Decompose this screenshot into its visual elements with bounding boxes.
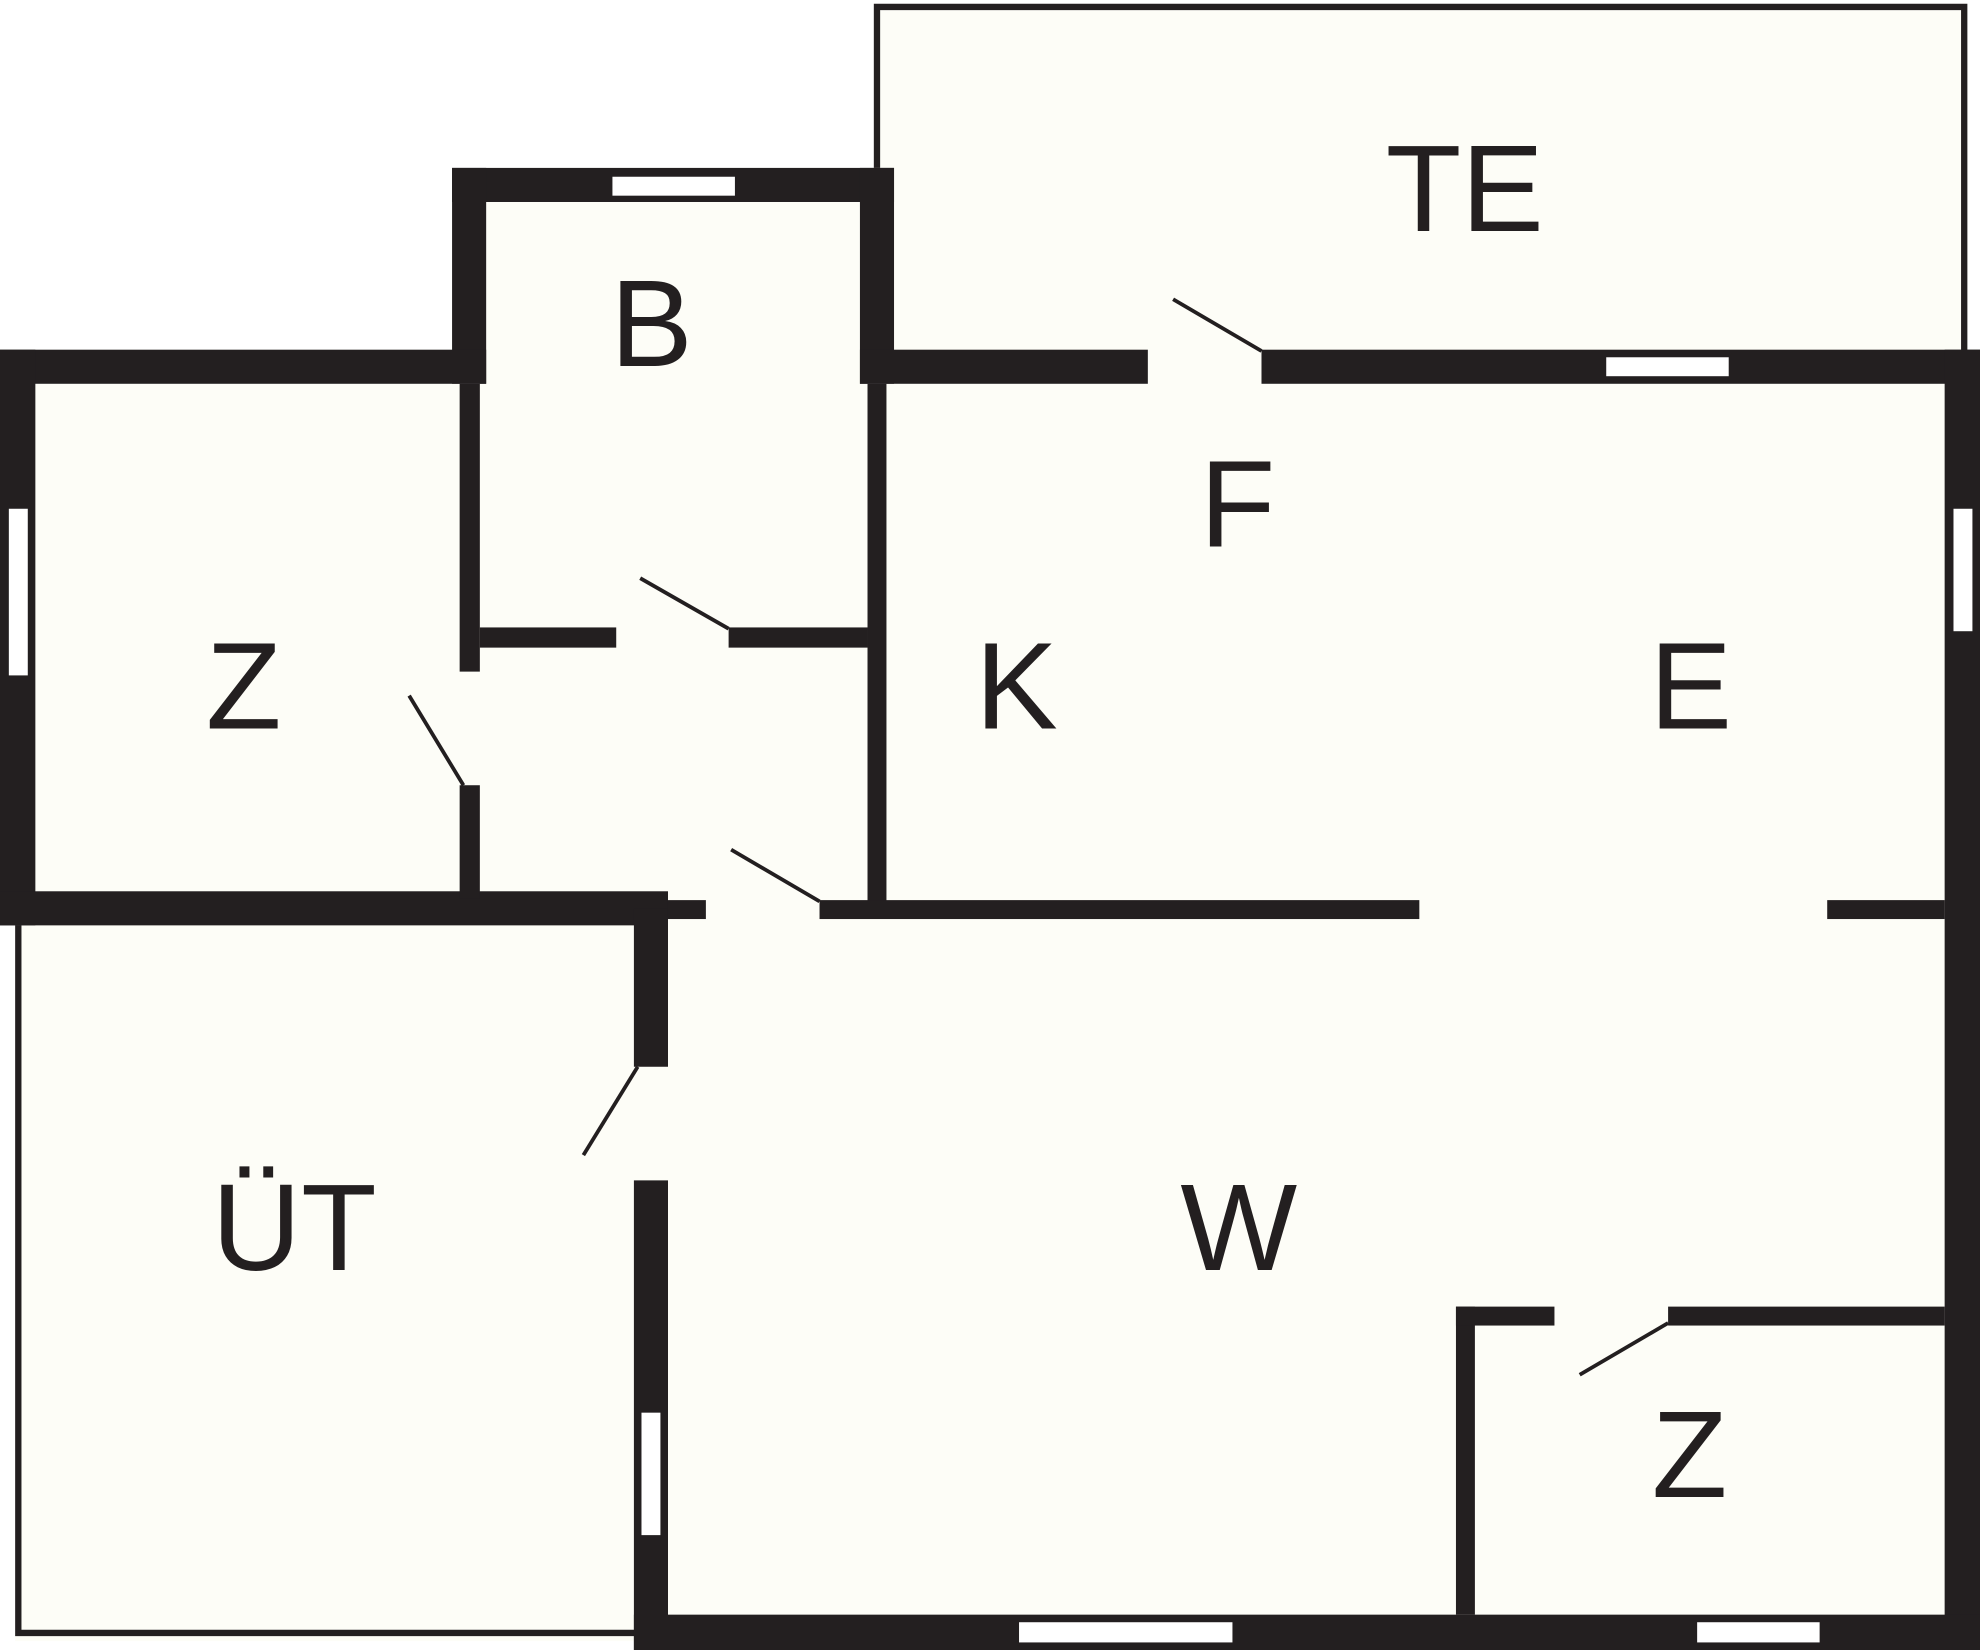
room-label-kitchen: K [975,617,1058,755]
window [641,1412,661,1536]
floors [0,3,1980,1642]
door-swings [407,297,1670,1377]
door-swing [581,1065,640,1157]
room-label-room-right: Z [1652,1386,1728,1524]
door-swing [639,576,730,631]
utility-outline [15,925,638,1637]
door-swing [407,694,466,787]
door-swing [1578,1321,1670,1377]
window [1606,357,1729,377]
terrace-outline [873,3,1968,351]
window [612,176,735,196]
room-label-utility: ÜT [212,1159,377,1297]
room-label-room-left: Z [206,617,282,755]
window [1697,1622,1820,1643]
room-label-bathroom: B [610,255,693,393]
door-swing [1172,297,1263,353]
room-label-terrace: TE [1386,120,1544,258]
room-label-hallway: F [1200,436,1276,574]
windows [8,176,1973,1643]
room-label-living: W [1180,1159,1297,1297]
window [1953,508,1973,632]
door-swing [730,847,821,904]
room-labels: TE B F Z K E ÜT W Z [206,120,1732,1524]
window [1019,1622,1233,1643]
room-label-dining: E [1650,617,1733,755]
window [8,508,28,676]
